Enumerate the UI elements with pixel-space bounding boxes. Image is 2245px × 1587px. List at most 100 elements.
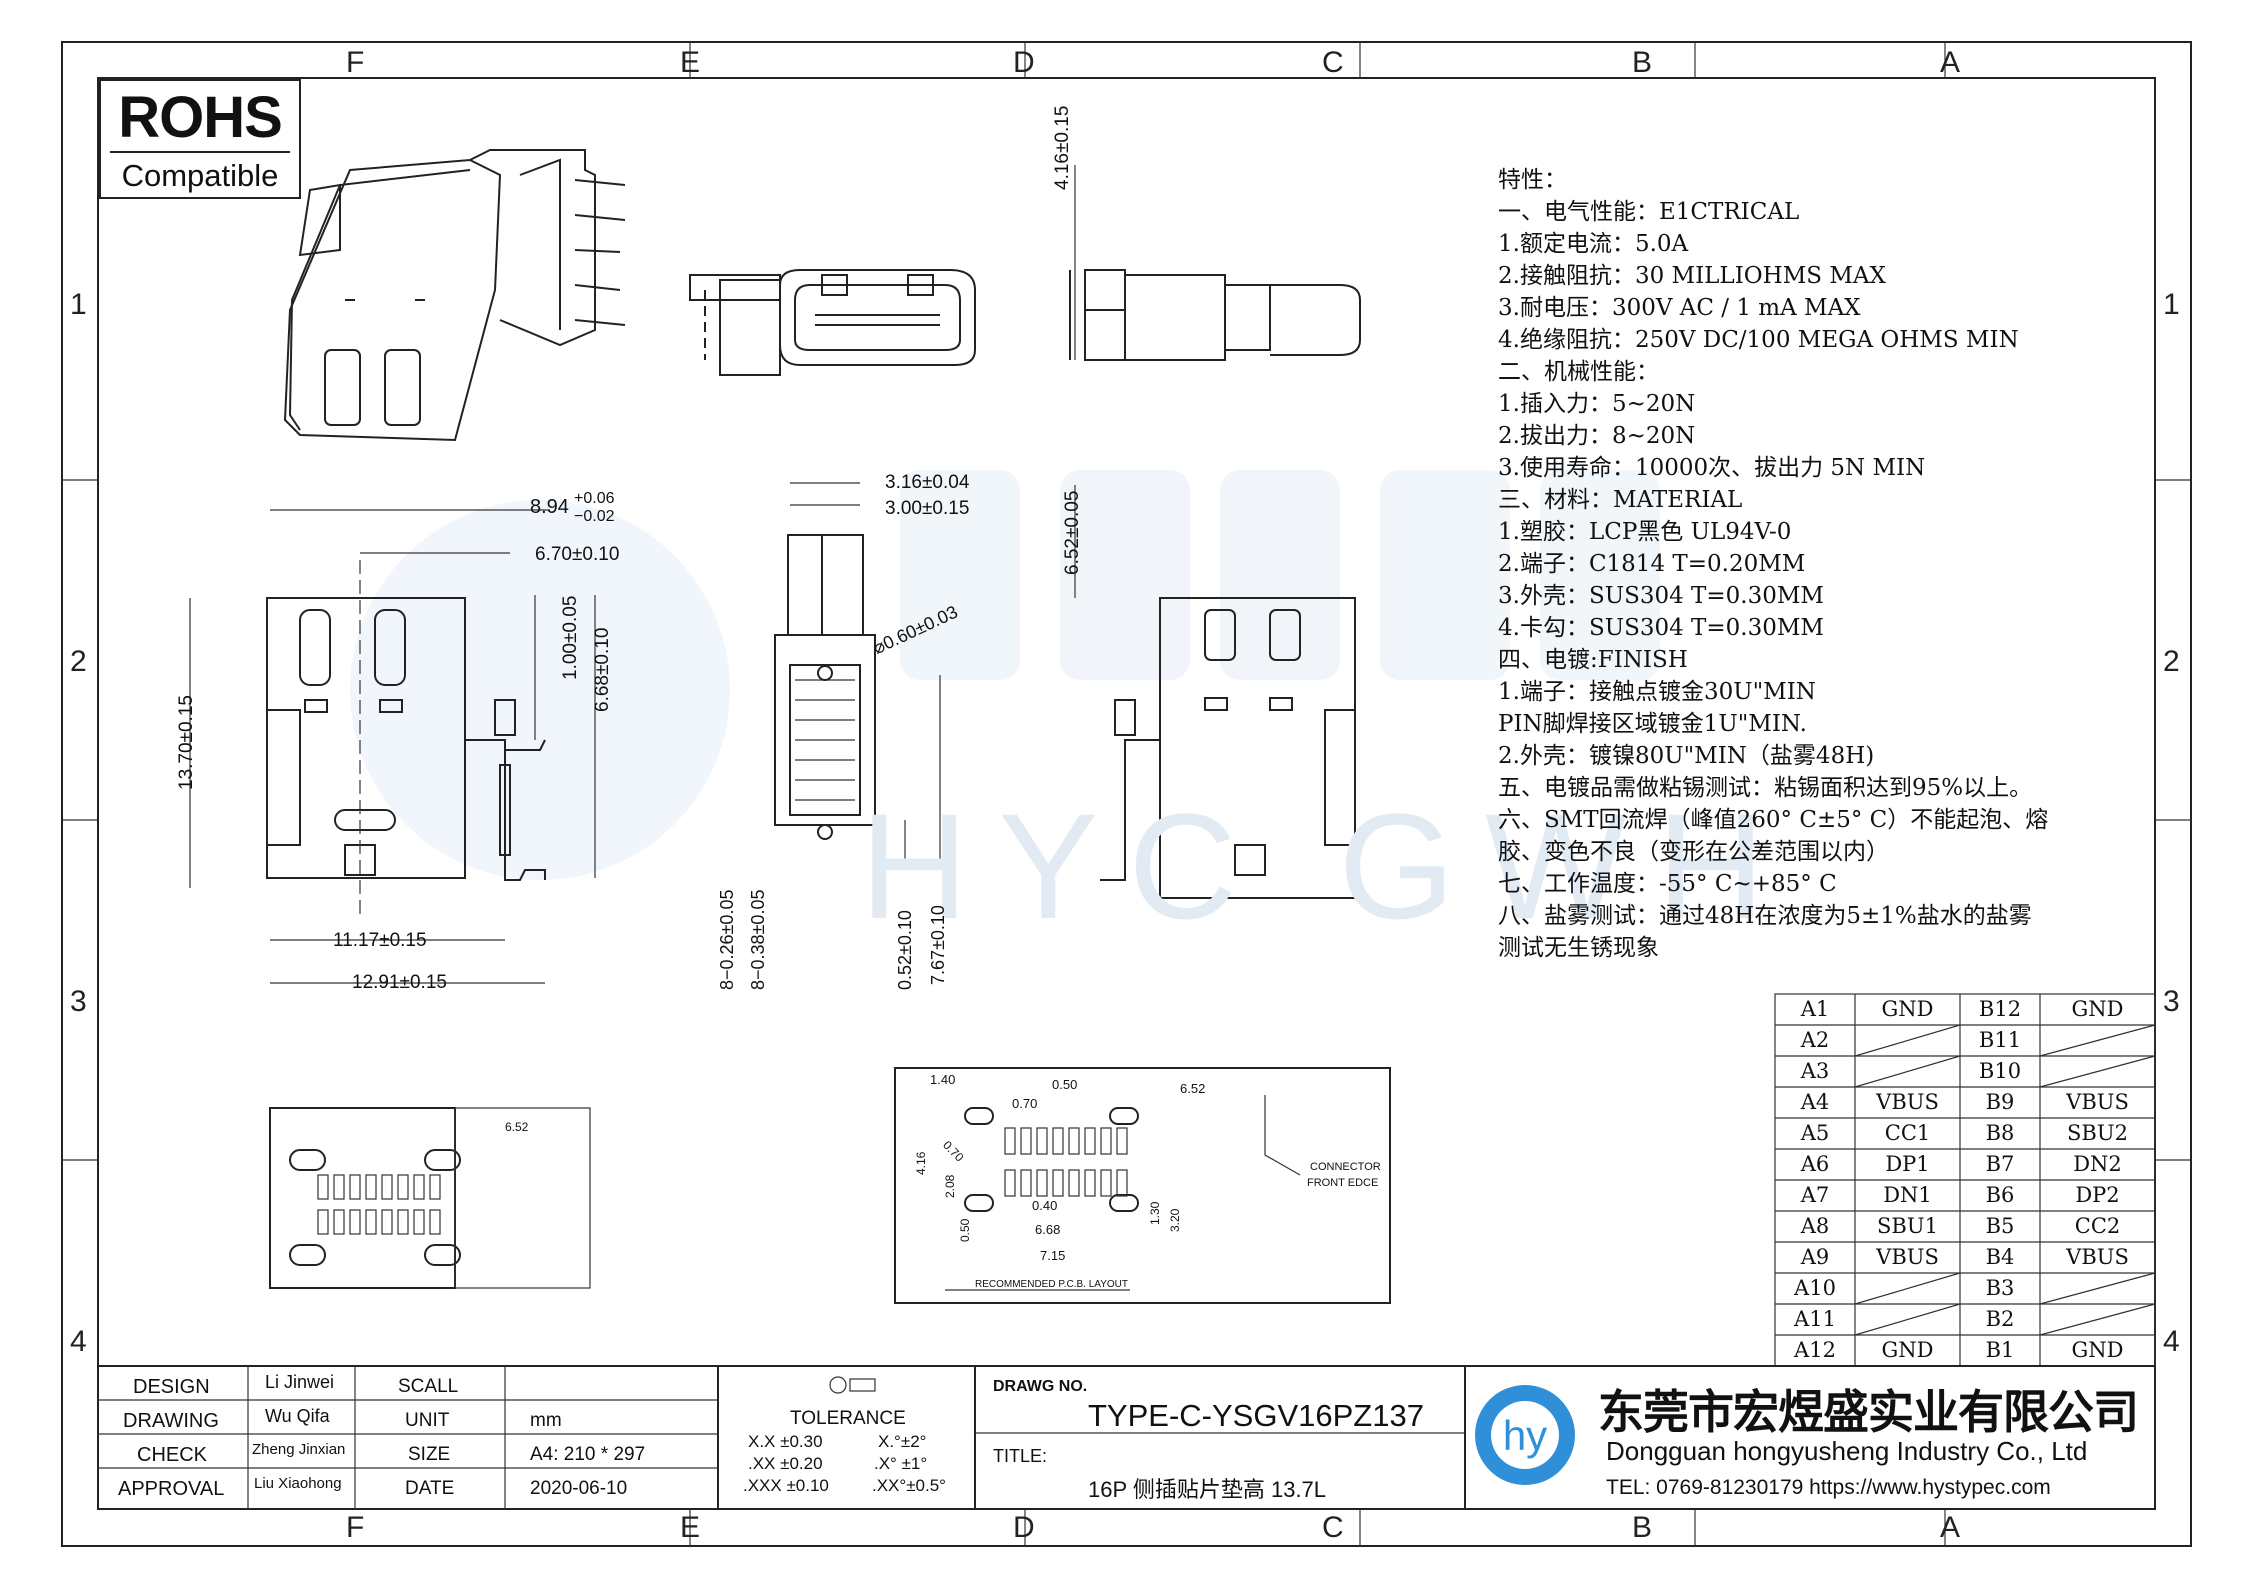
- pad-layout-left: [269, 1107, 591, 1289]
- grid-col-a-bottom: A: [1940, 1511, 1961, 1544]
- pin-id: B12: [1978, 997, 2022, 1021]
- grid-ticks: [62, 42, 2191, 1546]
- dim-pcb-3-20: 3.20: [1168, 1208, 1182, 1232]
- pin-id: A9: [1800, 1245, 1830, 1269]
- tb-design-label: DESIGN: [133, 1376, 210, 1398]
- tb-drawg-no-label: DRAWG NO.: [993, 1378, 1088, 1395]
- dim-lead-2: 7.67±0.10: [928, 905, 948, 985]
- dim-pad-6-52: 6.52: [505, 1120, 529, 1134]
- pin-signal: DP2: [2075, 1183, 2120, 1207]
- dim-front-width: 8.94: [530, 496, 569, 518]
- dim-side-w2: 3.00±0.15: [885, 498, 970, 519]
- dim-pcb-0-50b: 0.50: [958, 1218, 972, 1242]
- grid-col-f-top: F: [346, 46, 365, 79]
- spec-line: 3.耐电压：300V AC / 1 mA MAX: [1498, 295, 1861, 321]
- grid-row-4-left: 4: [70, 1325, 87, 1358]
- dim-lead-1: 0.52±0.10: [895, 910, 915, 990]
- spec-line: 1.插入力：5~20N: [1498, 391, 1696, 417]
- dim-right-h: 6.52±0.05: [1062, 490, 1083, 575]
- tb-title: 16P 侧插贴片垫高 13.7L: [1088, 1477, 1327, 1502]
- tb-approval-label: APPROVAL: [118, 1478, 225, 1500]
- grid-row-1-left: 1: [70, 288, 87, 321]
- tb-check-label: CHECK: [137, 1444, 208, 1466]
- tb-approval-name: Liu Xiaohong: [254, 1475, 342, 1492]
- spec-line: 一、电气性能：E1CTRICAL: [1498, 199, 1800, 225]
- spec-line: 2.拔出力：8~20N: [1498, 423, 1696, 449]
- spec-line: 特性：: [1498, 167, 1567, 193]
- connector-edge-label-2: FRONT EDCE: [1307, 1177, 1379, 1189]
- spec-line: 四、电镀:FINISH: [1498, 647, 1688, 673]
- grid-col-d-bottom: D: [1013, 1511, 1035, 1544]
- spec-line: 4.绝缘阻抗：250V DC/100 MEGA OHMS MIN: [1498, 327, 2019, 353]
- spec-line: 二、机械性能：: [1498, 359, 1659, 385]
- pin-id: B3: [1985, 1276, 2015, 1300]
- pin-id: A11: [1794, 1307, 1836, 1331]
- dim-pitch-2: 8−0.38±0.05: [748, 889, 768, 990]
- pin-signal: GND: [1881, 1338, 1934, 1362]
- dimension-lines: [189, 165, 1076, 984]
- grid-row-3-left: 3: [70, 985, 87, 1018]
- side-view-top: [1069, 269, 1361, 361]
- tb-unit-label: UNIT: [405, 1410, 450, 1431]
- spec-line: 1.端子：接触点镀金30U"MIN: [1498, 679, 1816, 705]
- watermark-text: HYC GWH: [860, 782, 1795, 950]
- tb-design-name: Li Jinwei: [265, 1372, 335, 1392]
- spec-line: 胶、变色不良（变形在公差范围以内）: [1498, 839, 1889, 865]
- pin-id: B10: [1978, 1059, 2022, 1083]
- tb-drawing-name: Wu Qifa: [265, 1406, 330, 1426]
- pin-id: A6: [1800, 1152, 1830, 1176]
- front-view-main: [266, 560, 546, 920]
- grid-col-c-top: C: [1322, 46, 1344, 79]
- pin-signal: SBU1: [1877, 1214, 1938, 1238]
- grid-row-1-right: 1: [2163, 288, 2180, 321]
- pin-id: A3: [1800, 1059, 1830, 1083]
- dim-pcb-6-52: 6.52: [1180, 1081, 1206, 1096]
- tb-tol-xx: .XX ±0.20: [748, 1454, 823, 1473]
- tb-check-name: Zheng Jinxian: [252, 1441, 346, 1458]
- dim-pcb-1-30: 1.30: [1148, 1201, 1162, 1225]
- pin-id: B5: [1985, 1214, 2015, 1238]
- pin-id: B1: [1985, 1338, 2015, 1362]
- pin-id: B8: [1985, 1121, 2015, 1145]
- grid-col-c-bottom: C: [1322, 1511, 1344, 1544]
- dim-front-width-plus: +0.06: [574, 490, 615, 507]
- pin-id: A7: [1800, 1183, 1830, 1207]
- pin-signal: CC2: [2074, 1214, 2121, 1238]
- tb-company-en: Dongguan hongyusheng Industry Co., Ltd: [1606, 1436, 2088, 1466]
- watermark-logo: [350, 470, 1660, 880]
- tb-tolerance-label: TOLERANCE: [790, 1408, 906, 1429]
- dim-w1: 11.17±0.15: [333, 930, 427, 951]
- rohs-title: ROHS: [118, 85, 283, 150]
- dim-pcb-2-08: 2.08: [943, 1174, 957, 1198]
- spec-line: 三、材料：MATERIAL: [1498, 487, 1743, 513]
- pin-signal: GND: [1881, 997, 1934, 1021]
- pin-signal: CC1: [1884, 1121, 1931, 1145]
- pin-id: B2: [1985, 1307, 2015, 1331]
- tb-scall-label: SCALL: [398, 1376, 459, 1397]
- pin-signal: GND: [2071, 1338, 2124, 1362]
- dim-pcb-6-68: 6.68: [1035, 1222, 1061, 1237]
- grid-row-2-right: 2: [2163, 645, 2180, 678]
- pin-signal: DP1: [1885, 1152, 1930, 1176]
- pin-table-grid: [1774, 993, 2156, 1367]
- dim-height-2: 6.68±0.10: [592, 627, 613, 712]
- pin-signal: VBUS: [1876, 1245, 1939, 1269]
- connector-edge-label-1: CONNECTOR: [1310, 1161, 1381, 1173]
- iso-view: [283, 149, 626, 442]
- tb-unit-value: mm: [530, 1410, 562, 1431]
- dim-top-height: 4.16±0.15: [1052, 105, 1073, 190]
- spec-line: 五、电镀品需做粘锡测试：粘锡面积达到95%以上。: [1498, 775, 2033, 801]
- pcb-layout: [894, 1067, 1391, 1304]
- pin-id: B6: [1985, 1183, 2015, 1207]
- tb-tol-xxx: .XXX ±0.10: [743, 1476, 829, 1495]
- grid-col-f-bottom: F: [346, 1511, 365, 1544]
- pin-signal: DN2: [2073, 1152, 2122, 1176]
- pin-id: A12: [1794, 1338, 1836, 1362]
- pin-id: A2: [1800, 1028, 1830, 1052]
- spec-line: PIN脚焊接区域镀金1U"MIN.: [1498, 711, 1807, 737]
- pin-signal: GND: [2071, 997, 2124, 1021]
- dim-pitch-1: 8−0.26±0.05: [717, 889, 737, 990]
- spec-line: 八、盐雾测试：通过48H在浓度为5±1%盐水的盐雾: [1498, 903, 2032, 929]
- pin-signal: VBUS: [2066, 1090, 2129, 1114]
